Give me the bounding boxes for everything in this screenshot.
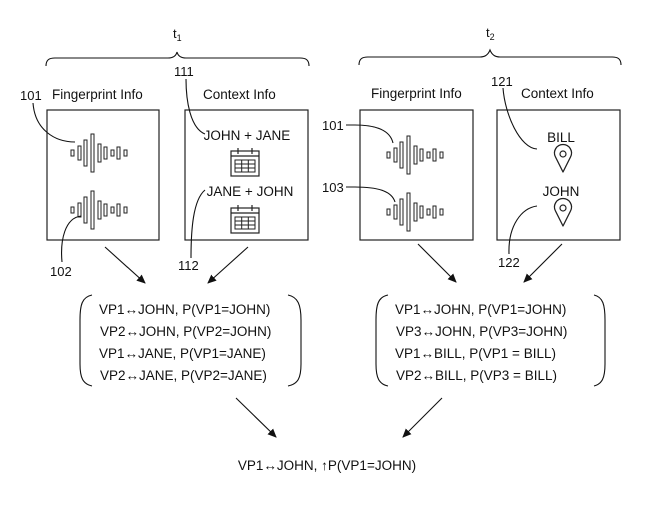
leader-line-101 [32,102,76,143]
bracket-right [593,294,606,387]
combined-result: VP1↔JOHN, ↑P(VP1=JOHN) [238,458,416,473]
time-label-t2: t2 [486,25,495,42]
hypothesis-row: VP2↔JANE, P(VP2=JANE) [100,368,267,383]
brace-t2 [358,48,622,66]
arrow [207,246,249,284]
fingerprint-box-t2 [359,109,474,241]
leader-line-122 [508,205,538,255]
leader-line-101 [346,124,394,144]
bracket-left [375,294,389,387]
hypothesis-row: VP1↔JANE, P(VP1=JANE) [99,346,266,361]
context-entry-text: JOHN [543,184,580,199]
context-box-t1 [184,109,309,241]
arrow [104,246,146,284]
period-t1: t1 Fingerprint Info Context Info 101 102… [20,26,310,387]
hypothesis-row: VP2↔JOHN, P(VP2=JOHN) [100,324,271,339]
context-box-t2 [496,109,621,241]
arrow [523,243,563,283]
bracket-left [79,294,93,387]
hypothesis-row: VP1↔JOHN, P(VP1=JOHN) [395,302,566,317]
voiceprint-waveform-icon [386,135,444,175]
location-pin-icon [553,143,573,173]
voiceprint-waveform-icon [70,190,128,230]
arrow [235,397,277,438]
leader-line-111 [185,78,206,135]
hypothesis-row: VP1↔JOHN, P(VP1=JOHN) [99,302,270,317]
context-header-t2: Context Info [521,86,594,101]
ref-label-122: 122 [498,255,520,270]
hypothesis-row: VP3↔JOHN, P(VP3=JOHN) [396,324,567,339]
voiceprint-waveform-icon [386,192,444,232]
leader-line-103 [346,186,396,203]
ref-label-121: 121 [491,74,513,89]
leader-line-112 [190,189,206,259]
hypothesis-row: VP1↔BILL, P(VP1 = BILL) [395,346,556,361]
arrow [417,243,457,283]
ref-label-111: 111 [174,64,194,79]
fingerprint-header-t2: Fingerprint Info [371,86,462,101]
leader-line-102 [61,215,82,263]
time-label-t1: t1 [173,26,182,43]
bracket-right [287,294,302,387]
context-header-t1: Context Info [203,87,276,102]
fingerprint-box-t1 [46,109,160,241]
calendar-icon [230,147,260,177]
context-entry-text: JANE + JOHN [207,184,294,199]
calendar-icon [230,204,260,234]
period-t2: t2 Fingerprint Info Context Info 101 103… [322,25,622,387]
ref-label-112: 112 [178,258,199,273]
context-entry-text: JOHN + JANE [204,128,291,143]
fingerprint-header-t1: Fingerprint Info [52,87,143,102]
ref-label-103: 103 [322,180,344,195]
voiceprint-waveform-icon [70,133,128,173]
brace-t1 [45,51,310,67]
hypothesis-row: VP2↔BILL, P(VP3 = BILL) [396,368,557,383]
ref-label-102: 102 [50,264,72,279]
arrow [402,397,443,438]
ref-label-101: 101 [20,88,42,103]
context-entry-text: BILL [547,130,575,145]
ref-label-101: 101 [322,118,344,133]
location-pin-icon [553,197,573,227]
leader-line-121 [502,87,538,150]
